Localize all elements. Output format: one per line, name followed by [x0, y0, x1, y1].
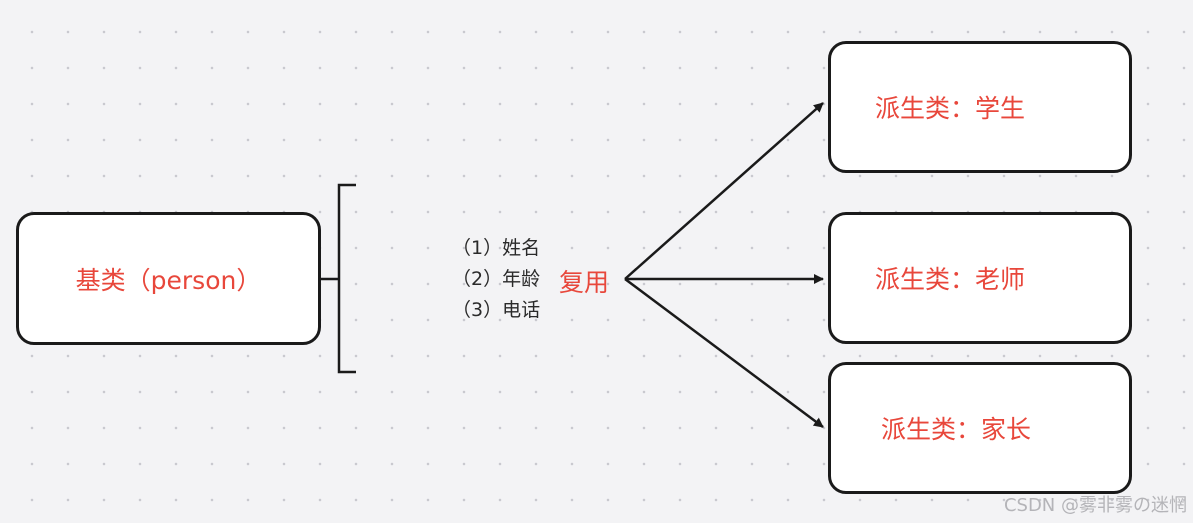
member-item: （3）电话: [452, 299, 541, 321]
arrow-to-student: [624, 102, 824, 280]
arrow-to-parent: [624, 277, 824, 429]
derived-class-label: 派生类：学生: [875, 94, 1026, 123]
member-bracket: [337, 183, 356, 374]
derived-class-label: 派生类：家长: [881, 415, 1032, 444]
derived-class-node-parent[interactable]: 派生类：家长: [828, 362, 1132, 494]
reuse-label: 复用: [559, 268, 610, 297]
base-class-node[interactable]: 基类（person）: [16, 212, 321, 345]
member-item: （2）年龄: [452, 268, 541, 290]
watermark: CSDN @雾非雾の迷惘: [1003, 495, 1187, 516]
base-class-label: 基类（person）: [75, 265, 262, 295]
shared-members-list: （1）姓名 （2）年龄 （3）电话: [452, 233, 540, 326]
derived-class-node-teacher[interactable]: 派生类：老师: [828, 212, 1132, 344]
derived-class-node-student[interactable]: 派生类：学生: [828, 41, 1132, 173]
member-item: （1）姓名: [452, 237, 541, 259]
derived-class-label: 派生类：老师: [875, 265, 1026, 294]
